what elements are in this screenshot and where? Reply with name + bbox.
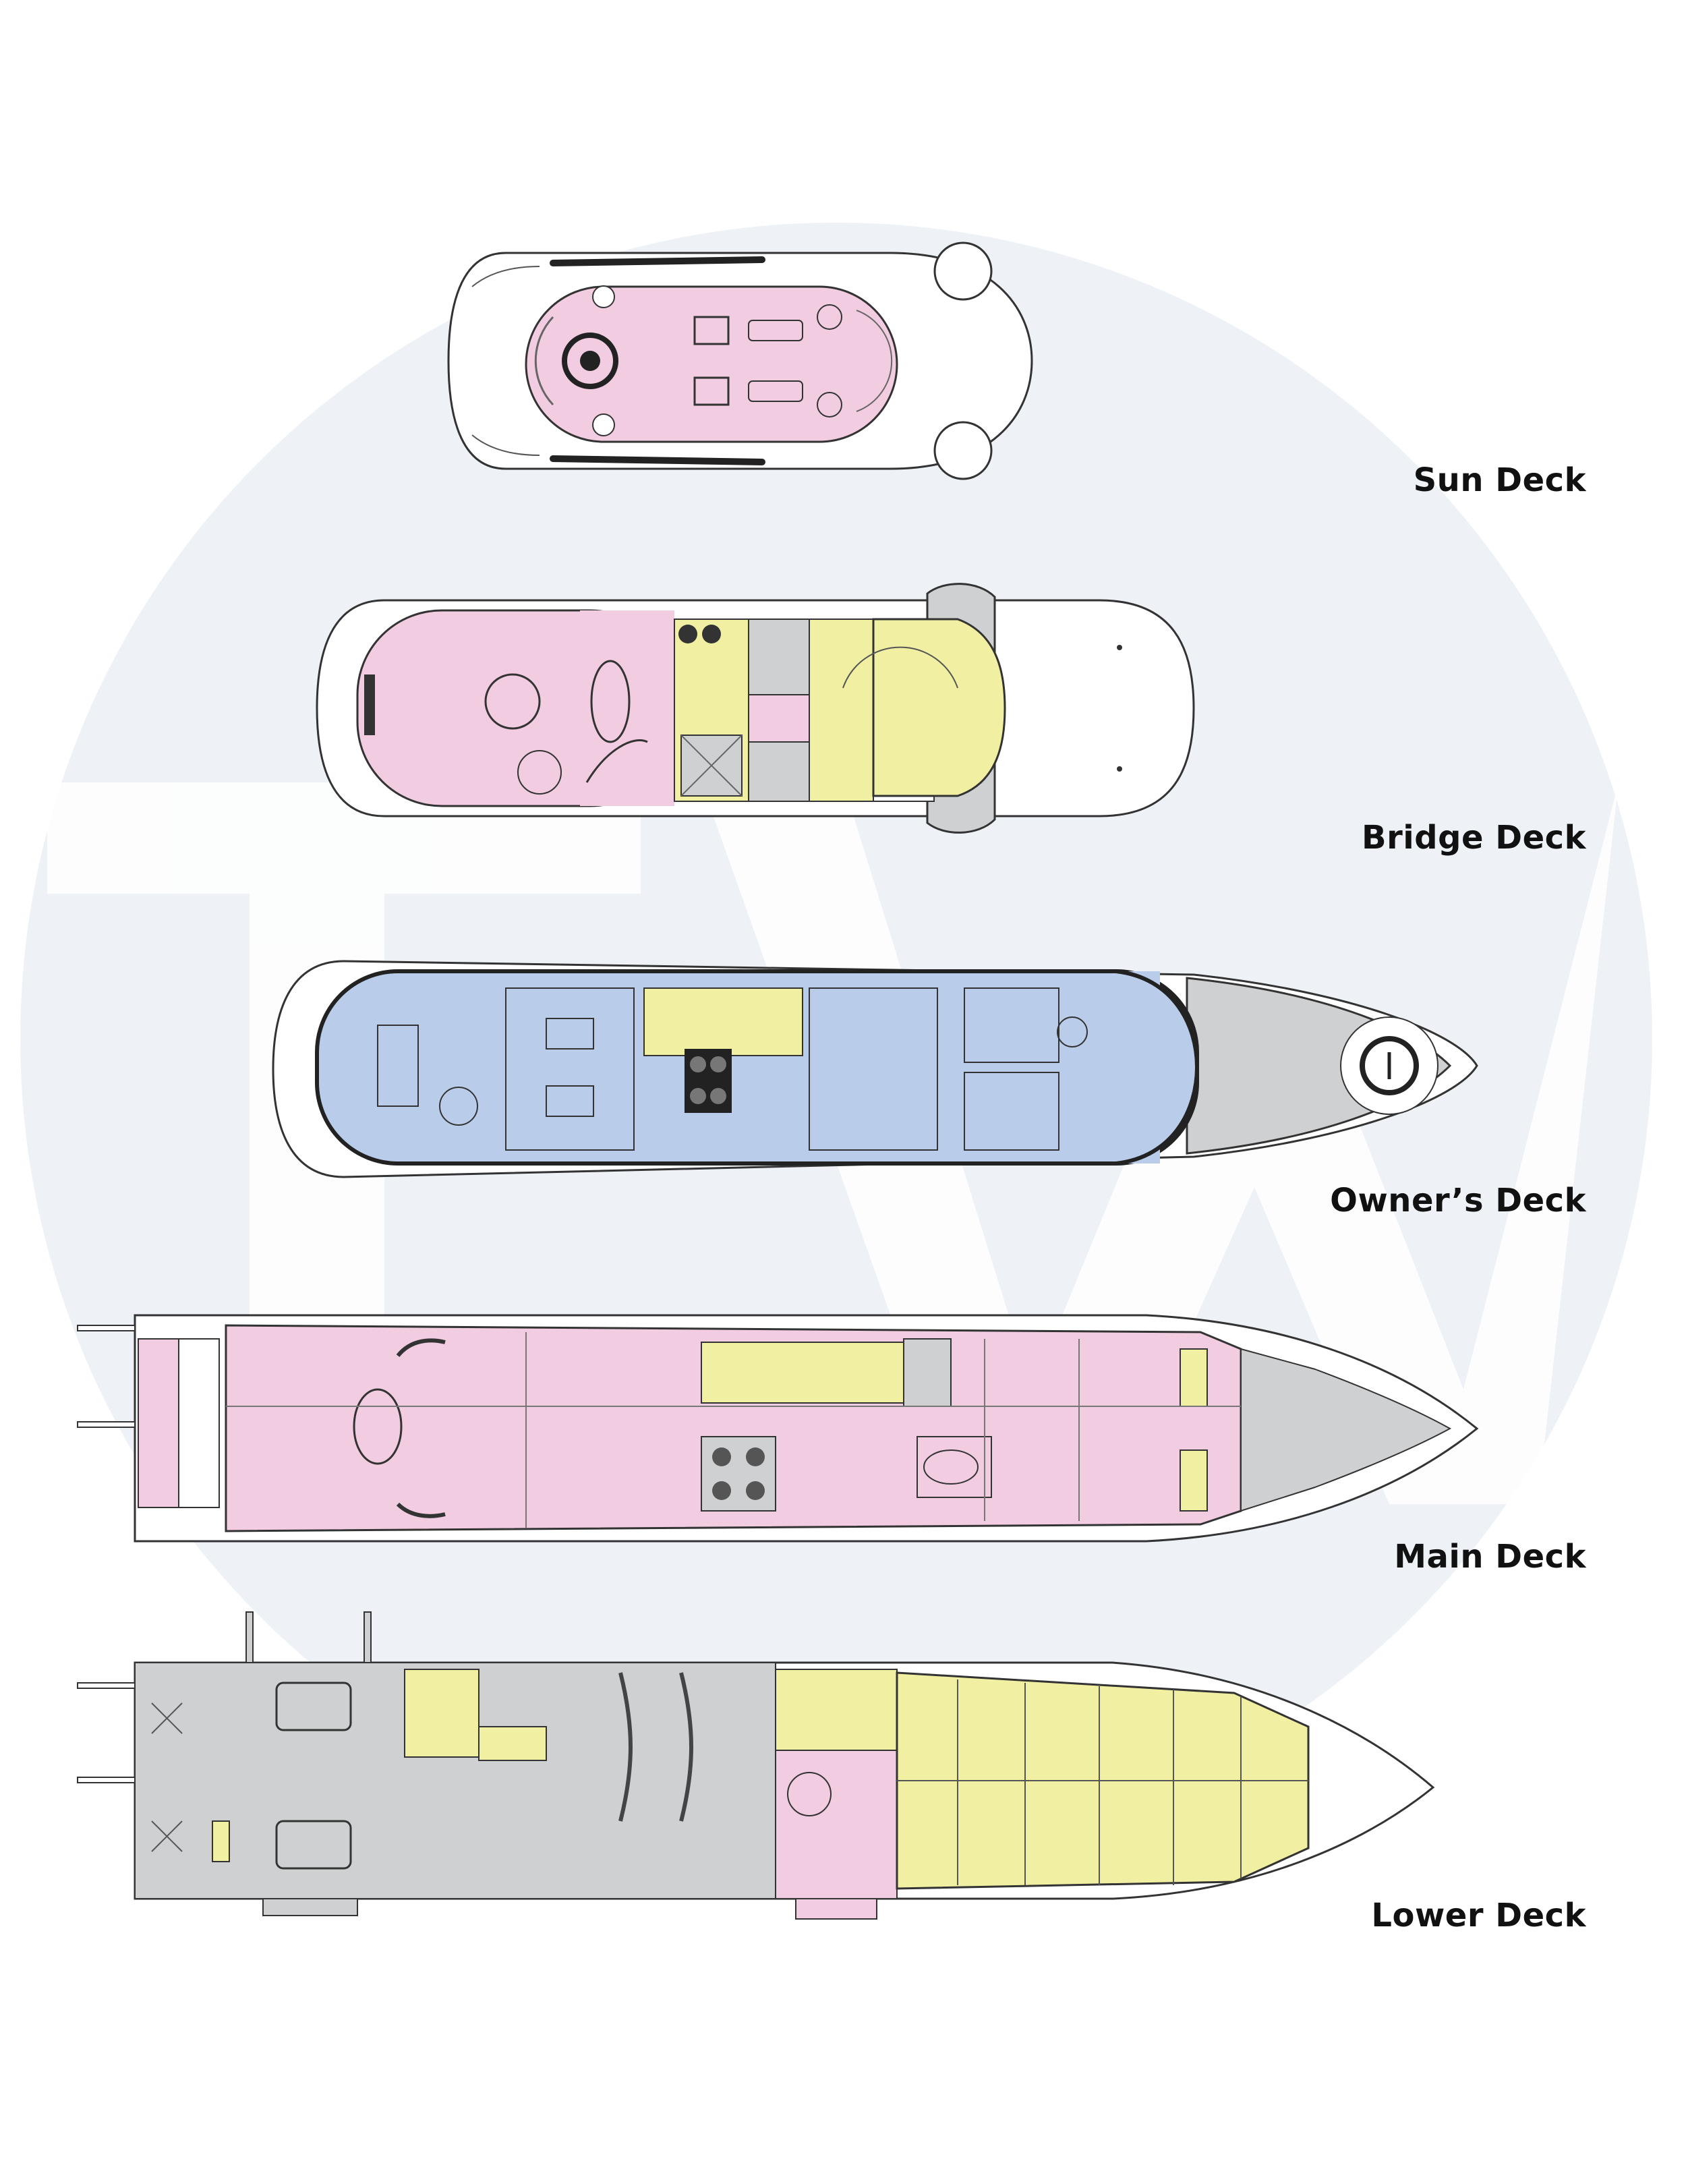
- bridge-deck-label: Bridge Deck: [1362, 819, 1586, 857]
- lower-deck-yellow-area: [404, 1669, 479, 1758]
- main-deck-plan: [77, 1314, 1479, 1543]
- lower-deck-plan: [77, 1611, 1435, 1920]
- main-deck-label: Main Deck: [1394, 1538, 1586, 1576]
- main-deck-yellow-area: [701, 1342, 904, 1404]
- sun-deck-plan: [447, 241, 1033, 480]
- owners-deck-label: Owner’s Deck: [1330, 1182, 1586, 1219]
- owners-deck-plan: [272, 960, 1478, 1178]
- sun-deck-label: Sun Deck: [1413, 461, 1586, 499]
- sun-deck-pink-area: [525, 285, 898, 443]
- owners-deck-yellow-area: [643, 987, 803, 1056]
- lower-deck-label: Lower Deck: [1371, 1897, 1586, 1934]
- bridge-deck-plan: [316, 583, 1195, 834]
